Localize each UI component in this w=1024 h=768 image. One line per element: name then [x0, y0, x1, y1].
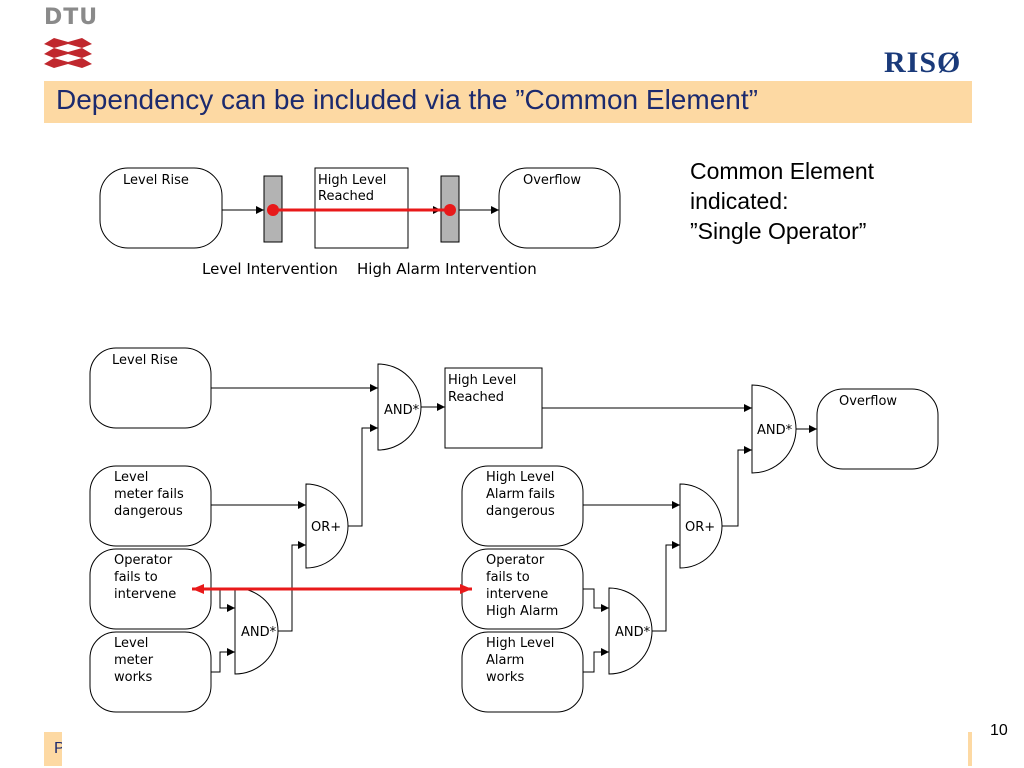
overflow-label: Overflow	[839, 394, 897, 409]
and-gate-top	[377, 363, 422, 451]
high-level-alarm-works-label: High Level	[486, 636, 554, 651]
common-element-dot	[267, 204, 279, 216]
high-level-alarm-fails-label: Alarm fails	[486, 487, 555, 502]
top-overflow-box	[498, 167, 621, 249]
high-level-reached-label: High Level	[448, 373, 516, 388]
level-meter-fails-box	[89, 465, 212, 547]
bottom-diagram	[89, 347, 939, 713]
label-high-alarm-intervention: High Alarm Intervention	[357, 260, 537, 278]
riso-logo: RISØ	[884, 46, 962, 79]
operator-fails-high-alarm-label: intervene	[486, 587, 548, 602]
operator-fails-high-alarm-label: fails to	[486, 570, 530, 585]
and-gate-label: AND*	[241, 625, 277, 640]
level-meter-works-label: works	[114, 670, 152, 685]
operator-fails-high-alarm-label: High Alarm	[486, 604, 558, 619]
side-note-line: ”Single Operator”	[690, 218, 867, 244]
top-overflow-label: Overflow	[523, 173, 581, 188]
or-gate-left	[305, 483, 349, 569]
title-bar	[44, 81, 972, 123]
and-gate-overflow	[751, 384, 797, 474]
side-note-line: indicated:	[690, 188, 789, 214]
label-level-intervention: Level Intervention	[202, 260, 338, 278]
high-level-reached-box	[444, 367, 543, 449]
and-gate-label: AND*	[757, 423, 793, 438]
operator-fails-label: Operator	[114, 553, 173, 568]
high-level-alarm-fails-box	[461, 465, 584, 547]
dtu-logo-text: DTU	[44, 5, 99, 30]
level-meter-works-label: Level	[114, 636, 148, 651]
level-meter-fails-label: Level	[114, 470, 148, 485]
level-rise-label: Level Rise	[112, 353, 178, 368]
operator-fails-high-alarm-label: Operator	[486, 553, 545, 568]
high-level-alarm-works-label: works	[486, 670, 524, 685]
top-level-rise-box	[99, 167, 223, 249]
level-meter-fails-label: meter fails	[114, 487, 184, 502]
or-gate-right	[679, 483, 723, 569]
page-number: 10	[990, 722, 1008, 739]
high-level-alarm-fails-label: dangerous	[486, 504, 555, 519]
top-high-level-reached-label-2: Reached	[318, 189, 374, 204]
top-high-level-reached-box	[314, 167, 409, 249]
and-gate-label: AND*	[384, 403, 420, 418]
high-level-alarm-fails-label: High Level	[486, 470, 554, 485]
operator-fails-label: intervene	[114, 587, 176, 602]
top-level-rise-label: Level Rise	[123, 173, 189, 188]
top-common-element-link	[267, 204, 456, 216]
dtu-logo: DTU	[44, 5, 99, 78]
high-level-reached-label: Reached	[448, 390, 504, 405]
side-note-line: Common Element	[690, 158, 875, 184]
footer-text: P	[54, 740, 65, 757]
dtu-logo-mark	[44, 38, 92, 68]
top-diagram	[99, 167, 621, 249]
level-meter-works-label: meter	[114, 653, 154, 668]
bottom-connections	[211, 384, 817, 673]
slide-title: Dependency can be included via the ”Comm…	[56, 84, 758, 115]
and-gate-label: AND*	[615, 625, 651, 640]
or-gate-label: OR+	[685, 520, 715, 535]
side-note: Common Element indicated: ”Single Operat…	[690, 156, 874, 246]
and-gate-right	[608, 587, 653, 675]
operator-fails-label: fails to	[114, 570, 158, 585]
level-meter-fails-label: dangerous	[114, 504, 183, 519]
top-high-level-reached-label-1: High Level	[318, 173, 386, 188]
high-level-alarm-works-label: Alarm	[486, 653, 524, 668]
or-gate-label: OR+	[311, 520, 341, 535]
common-element-dot	[444, 204, 456, 216]
